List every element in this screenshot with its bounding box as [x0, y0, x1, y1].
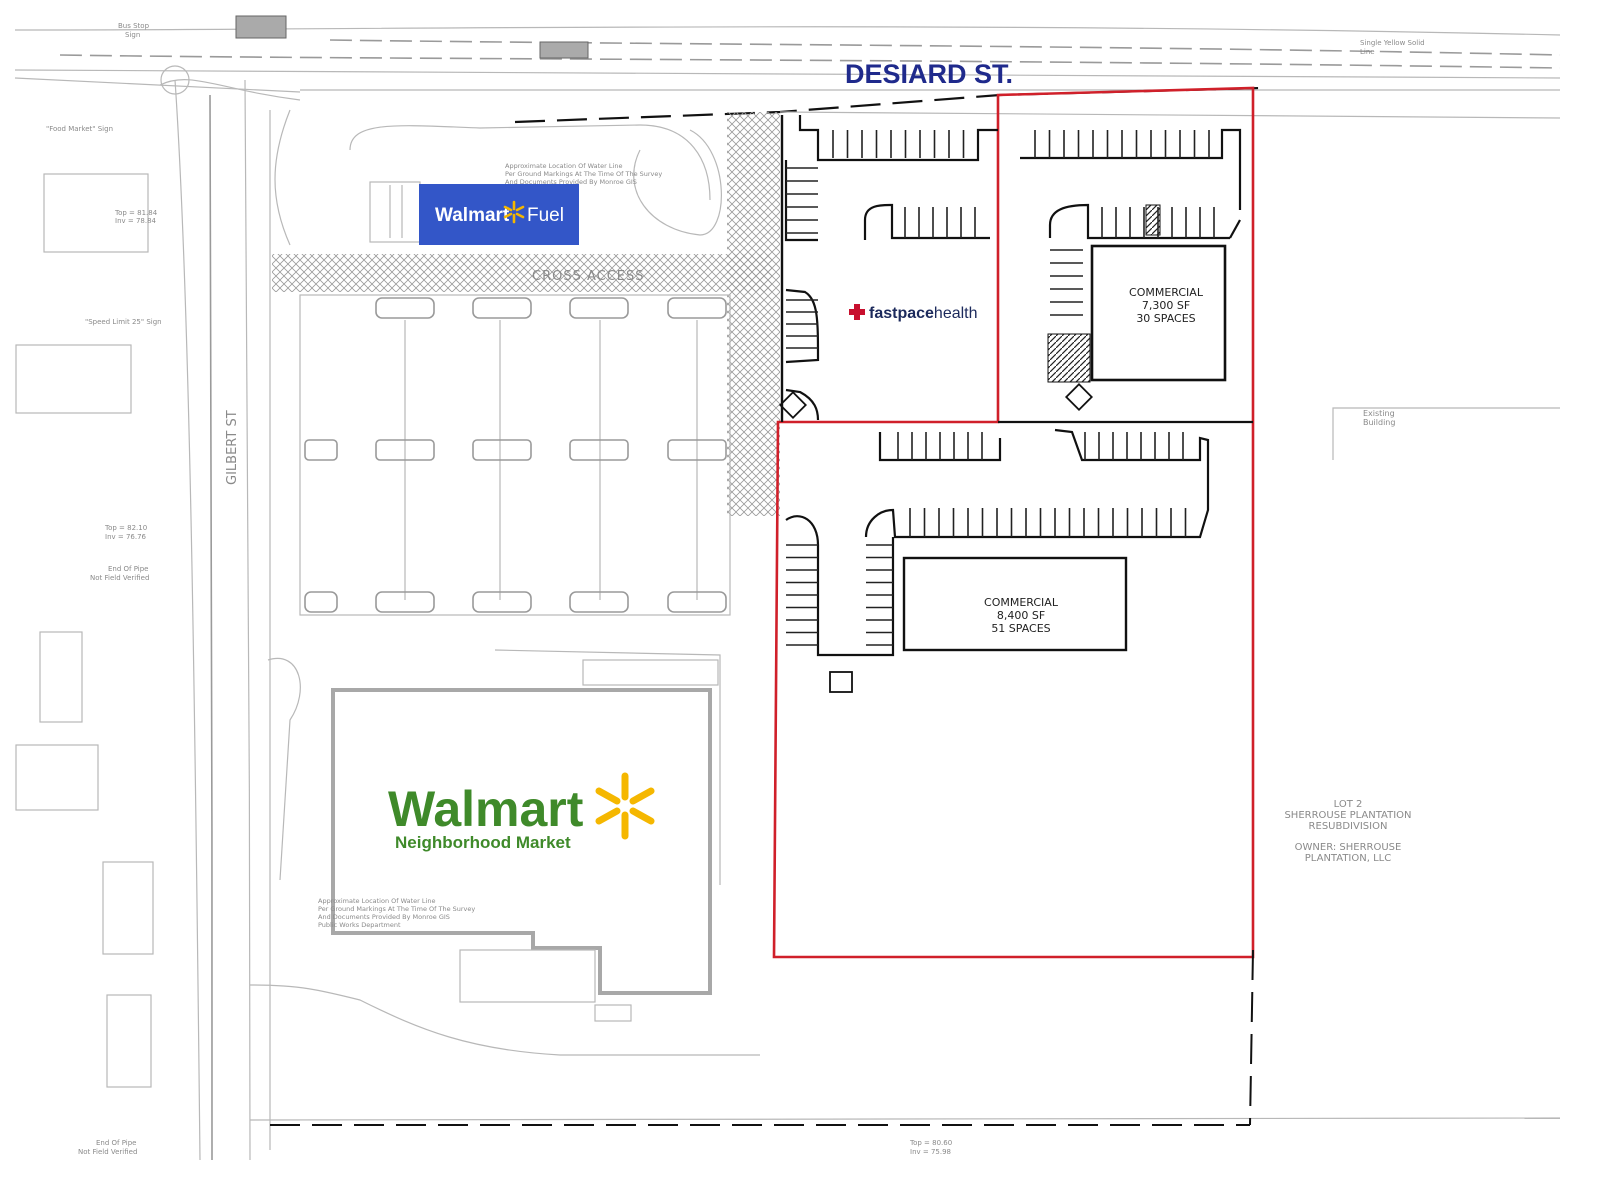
desiard-street-lines	[14, 26, 1561, 124]
fastpace-dumpster-icon	[778, 390, 808, 420]
note-top-3: Top = 80.60	[909, 1139, 952, 1147]
note-water-bot-4: Public Works Department	[318, 921, 401, 929]
walmart-fuel-brand: Walmart	[435, 205, 510, 226]
note-water-bot-3: And Documents Provided By Monroe GIS	[318, 913, 450, 921]
note-end-pipe-2a: End Of Pipe	[96, 1139, 137, 1147]
walmart-spark-icon	[595, 772, 655, 840]
note-water-top-1: Approximate Location Of Water Line	[505, 162, 622, 170]
note-speed-limit-sign: "Speed Limit 25" Sign	[85, 318, 162, 326]
note-water-bot-1: Approximate Location Of Water Line	[318, 897, 435, 905]
walmart-nm-sub: Neighborhood Market	[395, 833, 571, 852]
existing-building-1: Existing	[1363, 409, 1395, 418]
note-inv-3: Inv = 75.98	[910, 1148, 951, 1156]
note-food-market-sign: "Food Market" Sign	[46, 125, 113, 133]
existing-building-outline	[1332, 407, 1560, 460]
commercial-2-dumpster-icon	[829, 671, 853, 693]
note-end-pipe-2b: Not Field Verified	[78, 1148, 137, 1156]
note-inv-2: Inv = 76.76	[105, 533, 147, 541]
commercial-1-label-1: COMMERCIAL	[1129, 286, 1204, 299]
note-end-pipe-1a: End Of Pipe	[108, 565, 149, 573]
lot-note-4: OWNER: SHERROUSE	[1295, 842, 1402, 853]
fastpace-light-text: health	[934, 305, 978, 322]
note-bus-stop-1: Bus Stop	[118, 22, 150, 30]
note-inv-1: Inv = 78.84	[115, 217, 157, 225]
note-top-1: Top = 81.84	[114, 209, 158, 217]
street-box-2	[539, 41, 589, 59]
survey-notes: "Food Market" Sign "Speed Limit 25" Sign…	[46, 22, 1425, 1156]
context-buildings-left	[15, 173, 154, 1088]
cross-access-label: CROSS ACCESS	[532, 269, 645, 284]
commercial-2-label-3: 51 SPACES	[991, 622, 1050, 635]
fastpace-bold-text: fastpace	[869, 305, 934, 322]
walmart-fuel-spark-icon	[503, 200, 525, 224]
note-water-top-3: And Documents Provided By Monroe GIS	[505, 178, 637, 186]
boundary-right-dark	[1249, 949, 1254, 1126]
walmart-parking-lot	[267, 294, 731, 881]
note-water-top-2: Per Ground Markings At The Time Of The S…	[505, 170, 662, 178]
commercial-1-dumpster-icon	[1064, 382, 1094, 412]
site-boundary	[772, 86, 1255, 959]
note-water-bot-2: Per Ground Markings At The Time Of The S…	[318, 905, 475, 913]
street-box-1	[235, 15, 287, 39]
fastpace-cross-icon	[849, 304, 865, 320]
commercial-1-label-3: 30 SPACES	[1136, 312, 1195, 325]
commercial-1-label-2: 7,300 SF	[1142, 299, 1190, 312]
gilbert-street-lines	[14, 65, 301, 1161]
note-end-pipe-1b: Not Field Verified	[90, 574, 149, 582]
walmart-fuel-suffix: Fuel	[527, 205, 564, 226]
note-bus-stop-2: Sign	[125, 31, 140, 39]
walmart-market-building	[249, 649, 1561, 1121]
cross-access-hatch	[272, 254, 772, 292]
lot-note-5: PLANTATION, LLC	[1305, 853, 1391, 864]
walmart-fuel-logo-bg	[419, 184, 579, 245]
commercial-2-label-1: COMMERCIAL	[984, 596, 1059, 609]
fastpace-parking	[778, 115, 998, 421]
existing-building-2: Building	[1363, 418, 1395, 427]
street-label: DESIARD ST.	[845, 59, 1013, 89]
lot-note-1: LOT 2	[1334, 799, 1363, 810]
cross-access-hatch-vertical	[727, 112, 780, 516]
note-top-2: Top = 82.10	[104, 524, 147, 532]
commercial-1-lot	[1020, 128, 1242, 412]
fastpace-bold: fastpacehealth	[869, 305, 978, 322]
walmart-nm-brand: Walmart	[388, 781, 584, 837]
lot-note-2: SHERROUSE PLANTATION	[1284, 810, 1411, 821]
gilbert-street-label: GILBERT ST	[225, 410, 240, 485]
lot-note-3: RESUBDIVISION	[1309, 821, 1388, 832]
note-single-yellow-2: Line	[1360, 48, 1375, 56]
commercial-2-label-2: 8,400 SF	[997, 609, 1045, 622]
note-single-yellow-1: Single Yellow Solid	[1360, 39, 1425, 47]
commercial-2-lot	[785, 428, 1210, 693]
parking-stalls	[786, 130, 1215, 646]
